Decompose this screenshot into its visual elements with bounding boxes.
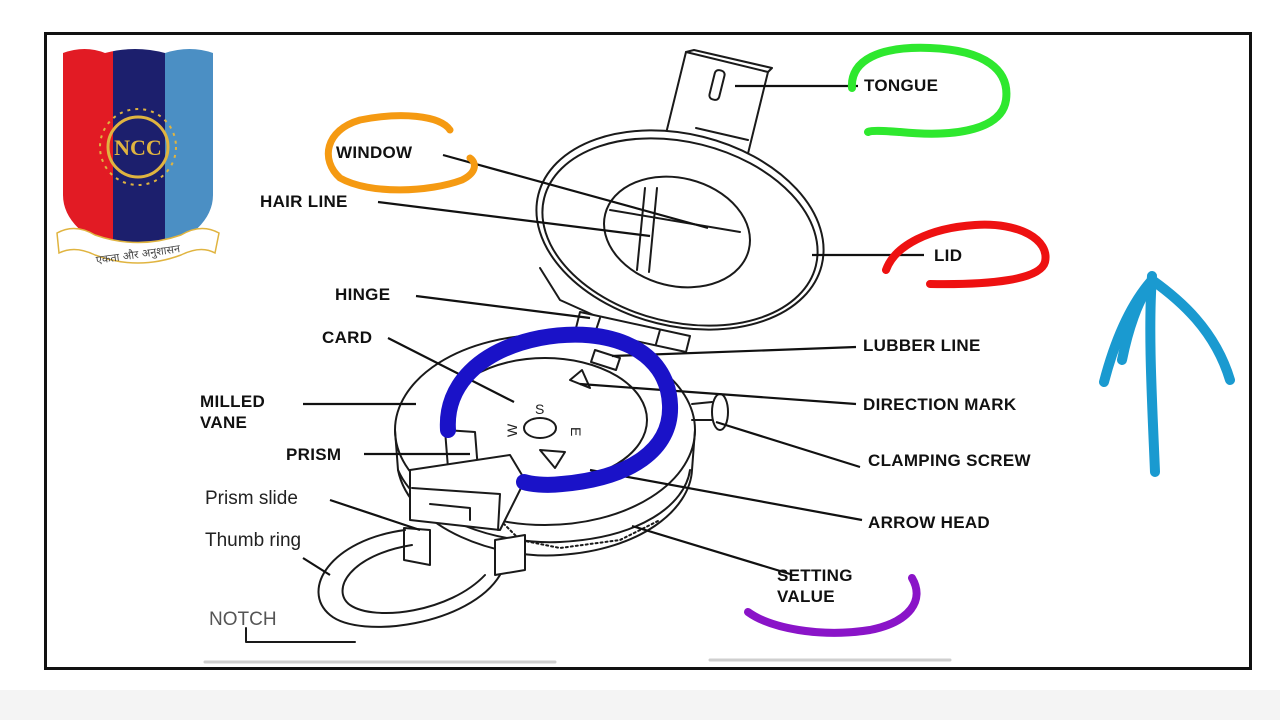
leader-hinge	[415, 294, 591, 320]
label-prism: PRISM	[286, 445, 342, 464]
arrow-marker	[1099, 271, 1235, 477]
leader-thumb-ring	[302, 557, 331, 576]
motto-scroll	[56, 227, 220, 264]
label-arrow-head: ARROW HEAD	[868, 513, 990, 532]
leader-window	[442, 153, 709, 230]
shield-navy-band	[113, 49, 165, 260]
label-tongue: TONGUE	[864, 76, 939, 95]
card-letter-west: W	[504, 423, 520, 437]
label-window: WINDOW	[336, 143, 413, 162]
emblem-ring	[106, 115, 170, 179]
label-notch: NOTCH	[209, 609, 277, 630]
leader-setting-value	[631, 524, 791, 576]
lid-marker	[882, 220, 1050, 289]
hinge-drawing	[575, 311, 691, 353]
label-thumb-ring: Thumb ring	[205, 530, 302, 551]
ncc-logo: NCC एकता और अनुशासन	[56, 49, 220, 267]
card-marker	[439, 326, 679, 493]
leader-arrow-head	[589, 468, 863, 522]
prism-drawing	[403, 429, 526, 576]
emblem-wreath	[99, 108, 177, 186]
label-setting-value-line1: SETTING	[777, 566, 853, 585]
leader-prism-slide	[329, 498, 421, 532]
card-letter-south: S	[535, 401, 544, 417]
emblem-text: NCC	[114, 135, 162, 160]
label-setting-value-line2: VALUE	[777, 587, 835, 606]
tongue-marker	[847, 43, 1011, 138]
thumb-ring-drawing	[317, 529, 501, 628]
setting-marker	[744, 574, 921, 637]
label-card: CARD	[322, 328, 373, 347]
label-direction-mark: DIRECTION MARK	[863, 395, 1017, 414]
label-prism-slide: Prism slide	[205, 488, 298, 509]
label-lid: LID	[934, 246, 963, 265]
leader-clamping-screw	[715, 420, 861, 469]
lid-drawing	[535, 129, 825, 331]
leader-hair-line	[377, 200, 651, 238]
label-clamping-screw: CLAMPING SCREW	[868, 451, 1031, 470]
label-milled-vane-line2: VANE	[200, 413, 248, 432]
label-lubber-line: LUBBER LINE	[863, 336, 981, 355]
label-hair-line: HAIR LINE	[260, 192, 348, 211]
label-milled-vane-line1: MILLED	[200, 392, 266, 411]
card-letter-east: E	[568, 427, 584, 436]
notch-mark	[245, 627, 356, 643]
bottom-band	[0, 690, 1280, 720]
window-marker	[324, 112, 478, 194]
leader-direction-mark	[579, 382, 857, 406]
leader-card	[387, 337, 515, 403]
label-hinge: HINGE	[335, 285, 391, 304]
